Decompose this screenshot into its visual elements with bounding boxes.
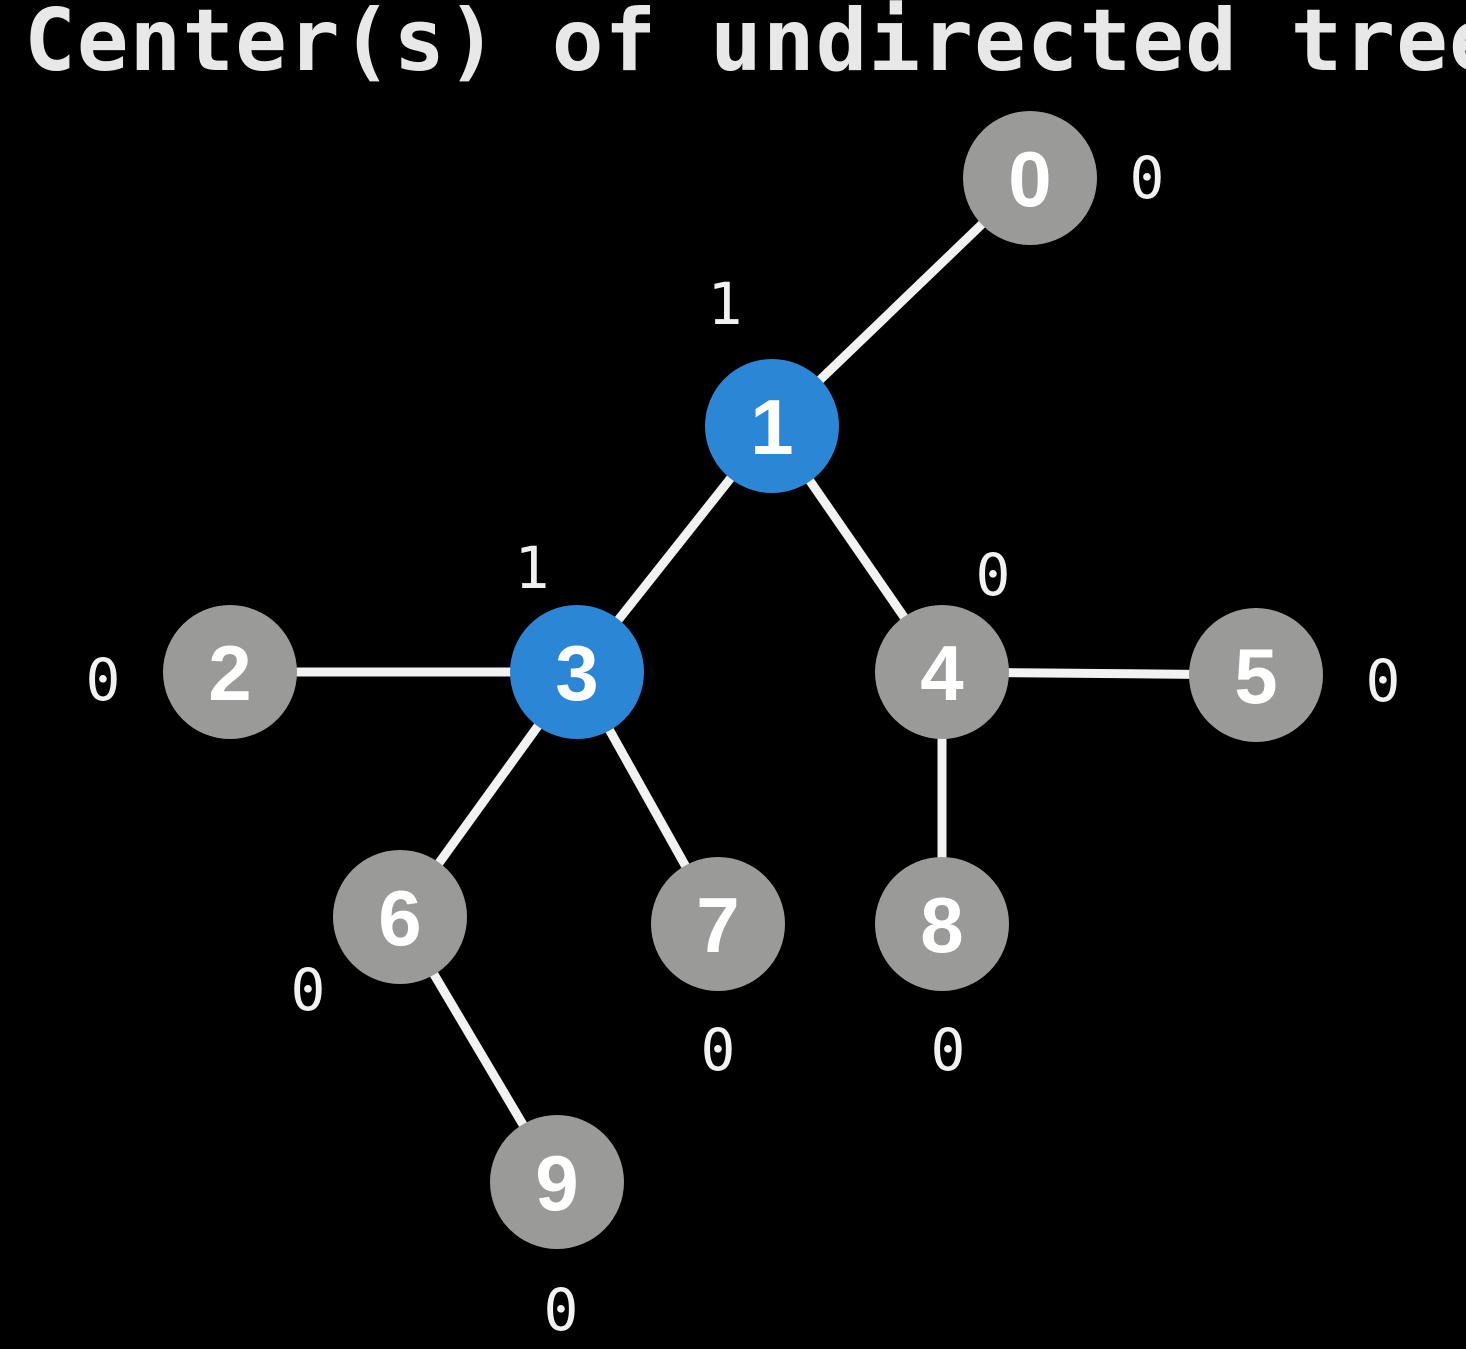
edge-4-5 [1004,668,1194,679]
node-label: 1 [750,383,793,471]
degree-labels-layer: 0 1 0 1 0 0 0 0 0 0 [86,144,1401,1344]
node-label: 7 [696,881,739,969]
node-2: 2 [163,605,297,739]
node-5: 5 [1189,608,1323,742]
node-circle [875,857,1009,991]
degree-label-node-5: 0 [1366,647,1401,715]
degree-label-node-6: 0 [291,956,326,1024]
degree-label-node-4: 0 [976,541,1011,609]
degree-label-node-7: 0 [701,1016,736,1084]
degree-label-node-1: 1 [708,270,743,338]
node-circle [490,1115,624,1249]
node-label: 3 [555,629,598,717]
node-1: 1 [705,359,839,493]
center-node-circle [510,605,644,739]
node-label: 2 [208,629,251,717]
edges-layer [293,218,1194,1131]
node-label: 9 [535,1139,578,1227]
degree-label-node-3: 1 [515,534,550,602]
node-4: 4 [875,605,1009,739]
edge-1-3 [612,472,737,626]
node-label: 8 [920,881,963,969]
edge-6-9 [428,968,529,1131]
center-node-circle [705,359,839,493]
node-9: 9 [490,1115,624,1249]
degree-label-node-8: 0 [931,1016,966,1084]
node-label: 6 [378,874,421,962]
edge-3-6 [433,720,544,869]
degree-label-node-0: 0 [1130,144,1165,212]
degree-label-node-9: 0 [544,1276,579,1344]
node-label: 4 [920,629,963,717]
node-0: 0 [963,111,1097,245]
page-title: Center(s) of undirected tree [24,0,1466,91]
node-circle [651,857,785,991]
degree-label-node-2: 0 [86,646,121,714]
node-label: 0 [1008,135,1051,223]
node-3: 3 [510,605,644,739]
node-circle [1189,608,1323,742]
node-circle [163,605,297,739]
node-circle [333,850,467,984]
nodes-layer: 0 1 2 3 4 5 6 7 8 9 [163,111,1323,1249]
node-circle [963,111,1097,245]
node-7: 7 [651,857,785,991]
node-label: 5 [1234,632,1277,720]
node-8: 8 [875,857,1009,991]
node-6: 6 [333,850,467,984]
edge-0-1 [814,218,988,386]
edge-3-7 [603,724,692,872]
edge-1-4 [804,475,910,623]
node-circle [875,605,1009,739]
